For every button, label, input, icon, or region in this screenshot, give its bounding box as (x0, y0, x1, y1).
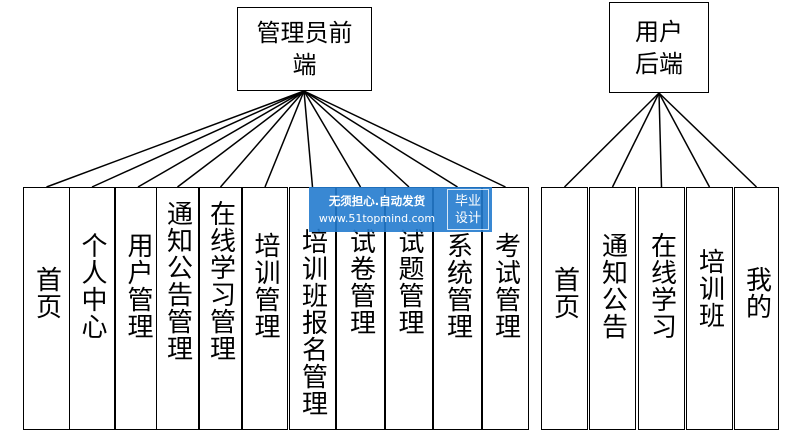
admin-module-label: 在线学习管理 (205, 200, 236, 362)
admin-root-label-line-1: 管理员前 (256, 19, 353, 47)
user-root-node: 用户 后端 (609, 2, 709, 93)
user-root-label-line-1: 用户 (635, 17, 683, 46)
watermark-url: www.51topmind.com (318, 211, 436, 225)
admin-module-node: 个人中心 (69, 187, 115, 430)
admin-module-label: 个人中心 (77, 232, 107, 340)
watermark-tag-line-1: 毕业 (454, 193, 481, 209)
user-module-node: 培训班 (686, 187, 733, 430)
user-module-connector (611, 92, 660, 188)
admin-module-connector (264, 90, 305, 188)
admin-root-node: 管理员前 端 (237, 7, 372, 91)
user-module-node: 首页 (541, 187, 588, 430)
admin-module-label: 用户管理 (123, 232, 153, 340)
admin-module-connector (46, 90, 305, 188)
watermark-badge: 无须担心.自动发货 www.51topmind.com 毕业 设计 (309, 187, 492, 232)
admin-module-label: 考试管理 (490, 232, 521, 340)
user-module-label: 首页 (549, 266, 580, 320)
admin-module-connector (177, 90, 305, 188)
admin-module-node: 考试管理 (482, 187, 529, 430)
watermark-text: 无须担心.自动发货 www.51topmind.com (309, 187, 445, 232)
user-root-label-line-2: 后端 (635, 49, 683, 78)
user-module-connector (658, 92, 663, 188)
user-module-connector (563, 92, 660, 188)
admin-module-label: 试题管理 (394, 228, 424, 336)
admin-module-node: 通知公告管理 (156, 187, 199, 430)
user-module-connector (658, 92, 711, 188)
admin-module-label: 培训班报名管理 (297, 228, 328, 417)
admin-module-label: 通知公告管理 (162, 200, 193, 362)
watermark-tag-line-2: 设计 (454, 210, 481, 226)
admin-module-node: 在线学习管理 (199, 187, 242, 430)
user-module-node: 我的 (734, 187, 779, 430)
admin-module-connector (303, 90, 506, 188)
admin-module-connector (303, 90, 410, 188)
admin-module-label: 培训管理 (250, 232, 280, 340)
user-module-label: 我的 (741, 266, 772, 320)
admin-module-connector (303, 90, 362, 188)
user-module-connector (658, 92, 758, 188)
user-module-label: 培训班 (694, 248, 725, 329)
admin-module-connector (303, 90, 458, 188)
watermark-slogan: 无须担心.自动发货 (328, 193, 426, 208)
connector-lines (46, 90, 758, 188)
admin-module-connector (303, 90, 314, 188)
user-module-node: 在线学习 (638, 187, 685, 430)
admin-module-connector (137, 90, 305, 188)
watermark-tag: 毕业 设计 (447, 189, 489, 230)
admin-module-node: 用户管理 (115, 187, 161, 430)
module-tree-diagram: 管理员前 端 用户 后端 首页个人中心用户管理通知公告管理在线学习管理培训管理培… (23, 2, 779, 430)
admin-module-label: 系统管理 (442, 232, 473, 340)
admin-module-connector (91, 90, 305, 188)
admin-module-connector (219, 90, 305, 188)
admin-root-label-line-2: 端 (292, 51, 317, 79)
admin-module-label: 试卷管理 (345, 228, 376, 336)
admin-module-node: 培训管理 (242, 187, 288, 430)
admin-module-label: 首页 (31, 266, 62, 320)
admin-module-node: 首页 (23, 187, 70, 430)
user-module-node: 通知公告 (589, 187, 636, 430)
user-module-label: 在线学习 (646, 232, 677, 340)
user-module-label: 通知公告 (597, 232, 628, 340)
